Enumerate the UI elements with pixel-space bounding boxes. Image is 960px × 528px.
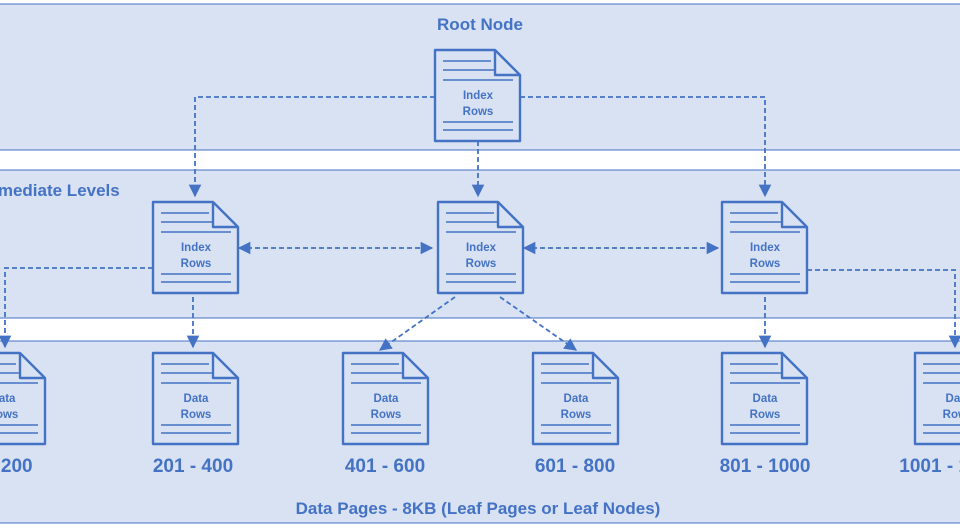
- leaf-node-5: Data Rows: [720, 351, 809, 446]
- connectors: [0, 96, 960, 351]
- node-label-line1: Data: [753, 393, 779, 405]
- leaf-range-6: 1001 - 1200: [899, 456, 960, 477]
- leaf-range-4: 601 - 800: [535, 456, 615, 477]
- node-label-line2: Rows: [750, 258, 781, 270]
- root-node: Index Rows: [433, 48, 522, 143]
- node-label-line2: Rows: [943, 409, 960, 421]
- leaf-range-5: 801 - 1000: [720, 456, 811, 477]
- node-label-line1: Index: [750, 242, 781, 254]
- node-label-line1: Data: [374, 393, 400, 405]
- connector-root-to-right: [520, 96, 772, 198]
- node-label-line1: Index: [466, 242, 497, 254]
- node-label-line2: Rows: [0, 409, 18, 421]
- root-level-title: Root Node: [437, 15, 523, 34]
- connector-left-to-leaf-1: [0, 267, 153, 349]
- leaf-node-1: Data Rows: [0, 351, 47, 446]
- node-label-line1: Data: [184, 393, 210, 405]
- leaf-node-2: Data Rows: [151, 351, 240, 446]
- node-label-line1: Index: [463, 90, 494, 102]
- leaf-node-3: Data Rows: [341, 351, 430, 446]
- node-label-line2: Rows: [463, 106, 494, 118]
- node-label-line2: Rows: [371, 409, 402, 421]
- node-label-line1: Index: [181, 242, 212, 254]
- intermediate-node-middle: Index Rows: [436, 200, 525, 295]
- connector-root-to-left: [188, 96, 435, 198]
- node-label-line2: Rows: [181, 258, 212, 270]
- node-label-line1: Data: [946, 393, 960, 405]
- node-label-line2: Rows: [181, 409, 212, 421]
- intermediate-level-title: Intermediate Levels: [0, 181, 120, 200]
- connector-right-to-leaf-6: [807, 269, 960, 349]
- leaf-range-1: 1 - 200: [0, 456, 33, 477]
- leaf-level-title: Data Pages - 8KB (Leaf Pages or Leaf Nod…: [296, 499, 661, 518]
- leaf-level-band: [0, 340, 960, 524]
- leaf-range-2: 201 - 400: [153, 456, 233, 477]
- leaf-node-6: Data Rows: [913, 351, 960, 446]
- leaf-range-3: 401 - 600: [345, 456, 425, 477]
- leaf-node-4: Data Rows: [531, 351, 620, 446]
- connector-middle-to-leaf-3: [378, 296, 456, 351]
- node-label-line1: Data: [564, 393, 590, 405]
- node-label-line2: Rows: [561, 409, 592, 421]
- node-label-line2: Rows: [750, 409, 781, 421]
- node-label-line2: Rows: [466, 258, 497, 270]
- node-label-line1: Data: [0, 393, 16, 405]
- intermediate-node-right: Index Rows: [720, 200, 809, 295]
- intermediate-node-left: Index Rows: [151, 200, 240, 295]
